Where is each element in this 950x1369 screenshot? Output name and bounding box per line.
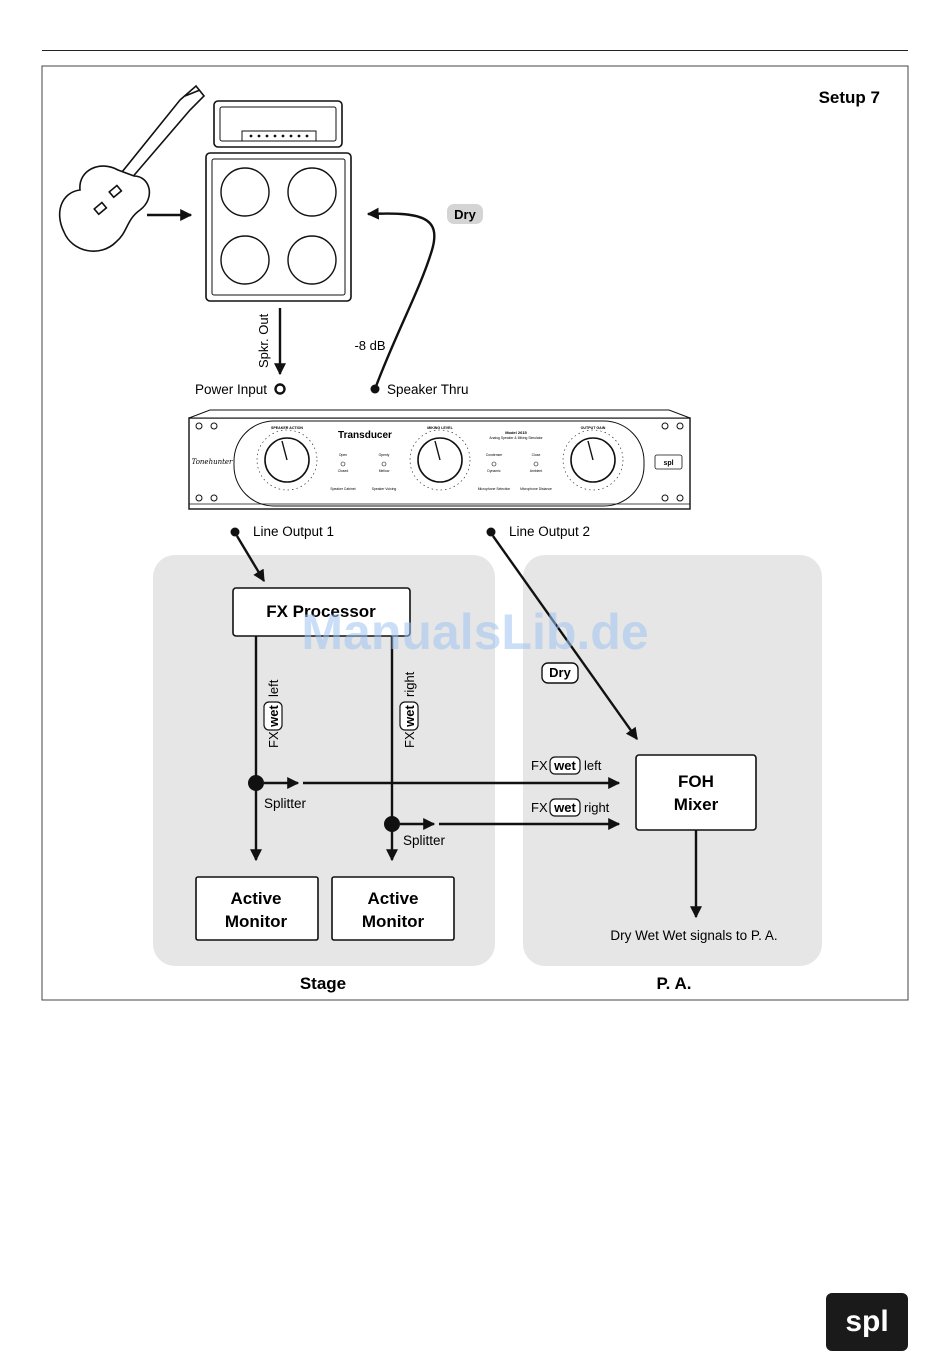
switch1-bottom: Closed [338,469,349,473]
knob-output-gain [562,429,624,491]
foh-label-line2: Mixer [674,795,719,814]
dry-label-mid: Dry [549,665,571,680]
svg-text:wet: wet [553,800,576,815]
active-monitor-1-line2: Monitor [225,912,288,931]
foh-label-line1: FOH [678,772,714,791]
switch3-top: Condenser [486,453,503,457]
knob1-label: SPEAKER ACTION [271,426,303,430]
knob3-label: OUTPUT GAIN [581,426,606,430]
switch4-top: Close [532,453,541,457]
fx-processor-label: FX Processor [266,602,376,621]
stage-region [153,555,495,966]
splitter-1-label: Splitter [264,796,307,811]
svg-text:right: right [584,800,610,815]
speaker-thru-label: Speaker Thru [387,382,469,397]
splitter-2-label: Splitter [403,833,446,848]
device-logo: spl [663,460,673,467]
speaker-thru-jack [370,384,380,394]
splitter-node-1 [248,775,264,791]
svg-text:left: left [266,679,281,697]
line-output-2-label: Line Output 2 [509,524,590,539]
svg-text:right: right [402,671,417,697]
switch3-low: Microphone Selection [478,487,511,491]
spkr-out-label: Spkr. Out [256,313,271,368]
power-input-label: Power Input [195,382,267,397]
active-monitor-1-line1: Active [230,889,281,908]
power-input-jack [274,383,286,395]
fx-processor-box [232,587,411,637]
line-output-1-label: Line Output 1 [253,524,334,539]
page-top-rule [42,50,908,51]
svg-text:FX: FX [266,731,281,748]
pa-label: P. A. [657,974,692,993]
diagram-frame [41,65,909,1001]
fx-wet-right-vertical: FX wet right [399,671,419,748]
fx-wet-right-label: FX wet right [531,798,610,817]
dry-wet-signals-label: Dry Wet Wet signals to P. A. [610,928,777,943]
minus-8db-label: -8 dB [354,338,385,353]
switch3-bottom: Dynamic [487,469,500,473]
line-output-1-jack [230,527,240,537]
switch1-low: Speaker Cabinet [330,487,355,491]
active-monitor-1-box [195,876,319,941]
speaker-cabinet-icon [205,152,352,302]
device-model: Model 2615 [505,430,527,435]
svg-text:left: left [584,758,602,773]
fx-wet-left-vertical: FX wet left [263,679,283,748]
device-model-desc: Analog Speaker & Miking Simulator [489,436,543,440]
guitar-icon [58,84,206,252]
dry-badge-mid [541,662,579,684]
switch4-low: Microphone Distance [520,487,552,491]
svg-text:wet: wet [402,704,417,727]
watermark: ManualsLib.de [301,604,648,660]
active-monitor-2-box [331,876,455,941]
footer-spl-logo [826,1293,908,1351]
svg-text:wet: wet [266,704,281,727]
setup-title: Setup 7 [819,88,880,107]
footer-spl-logo-text: spl [845,1305,888,1338]
active-monitor-2-line1: Active [367,889,418,908]
knob-speaker-action [256,429,318,491]
switch2-top: Openly [379,453,390,457]
amp-head-icon [213,100,343,148]
fx-wet-left-label: FX wet left [531,756,602,775]
foh-mixer-box [635,754,757,831]
svg-text:FX: FX [531,800,548,815]
splitter-node-2 [384,816,400,832]
device-brand-script: Tonehunter [192,458,233,466]
device-name: Transducer [338,430,392,441]
transducer-device: SPEAKER ACTION MIKING LEVEL OUTPUT GAIN … [188,409,691,510]
knob2-label: MIKING LEVEL [427,426,453,430]
speaker-thru-cable [366,207,436,390]
dry-label-top: Dry [454,207,476,222]
svg-text:FX: FX [531,758,548,773]
switch2-low: Speaker Voicing [372,487,397,491]
line-output-2-jack [486,527,496,537]
stage-label: Stage [300,974,346,993]
active-monitor-2-line2: Monitor [362,912,425,931]
dry-badge-top [447,204,483,224]
svg-text:FX: FX [402,731,417,748]
line-out-1-arrow [235,535,266,583]
switch4-bottom: Ambient [530,469,542,473]
svg-text:wet: wet [553,758,576,773]
line-out-2-arrow [492,535,638,740]
switch2-bottom: Mellow [379,469,390,473]
switch1-top: Open [339,453,347,457]
knob-miking-level [409,429,471,491]
